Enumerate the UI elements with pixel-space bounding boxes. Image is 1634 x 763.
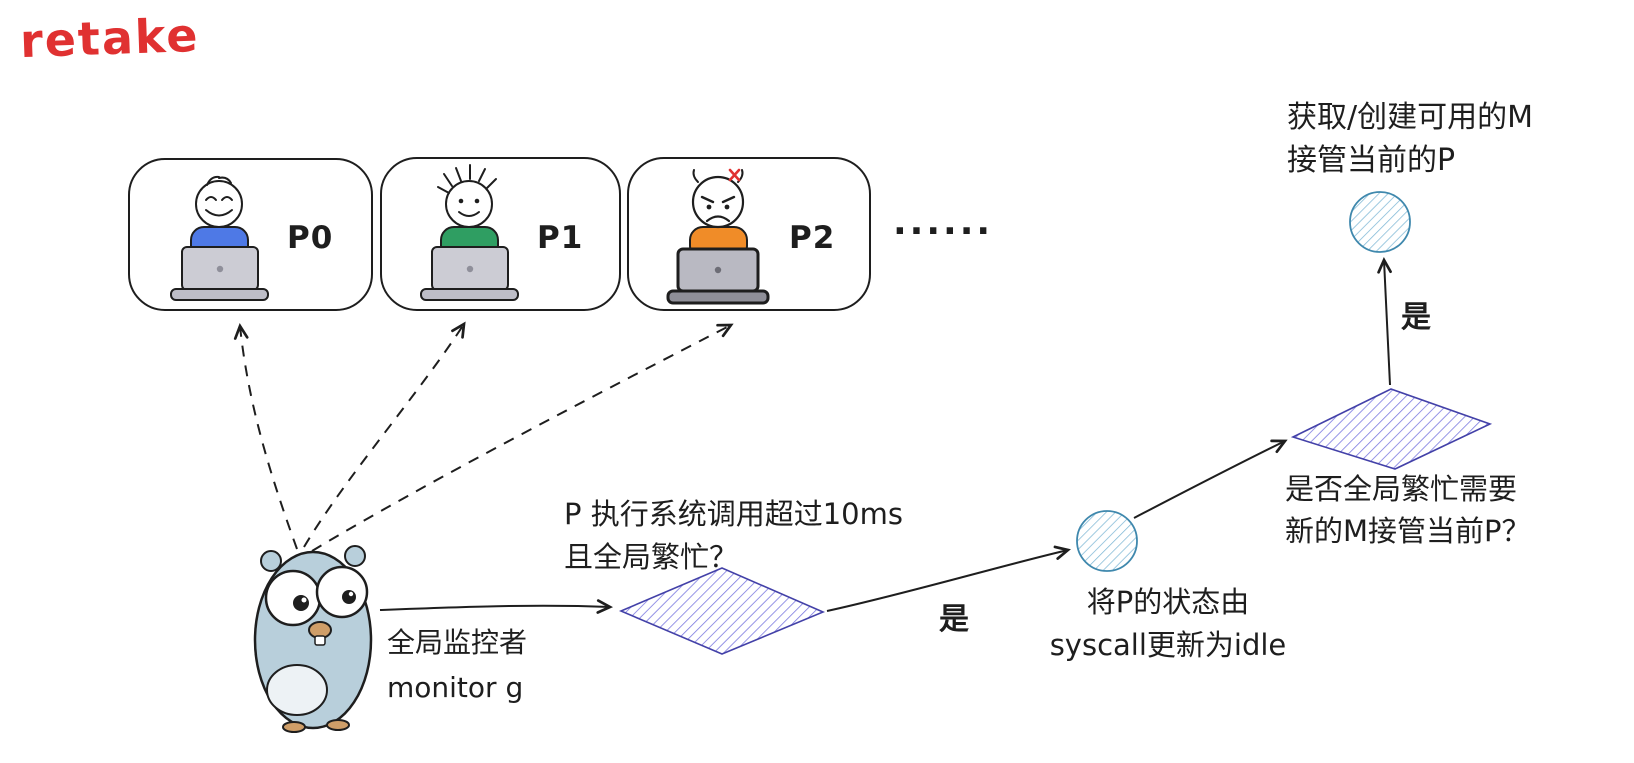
decision-diamond-1 <box>618 567 826 655</box>
state-node-1 <box>1076 510 1138 572</box>
page-title: retake <box>19 7 201 69</box>
flow-arrow-decision2-to-state2 <box>1377 256 1392 386</box>
processor-label-p1: P1 <box>537 220 584 256</box>
dashed-arrow-to-p0 <box>233 322 298 550</box>
person-happy-icon <box>170 175 269 301</box>
decision2-text-line2: 新的M接管当前P？ <box>1285 514 1531 548</box>
person-neutral-icon <box>420 164 519 301</box>
action1-text: 将P的状态由 syscall更新为idle <box>1013 581 1323 667</box>
monitor-label-en: monitor g <box>387 671 524 704</box>
state-node-2 <box>1349 191 1411 253</box>
processor-label-p2: P2 <box>789 220 836 256</box>
person-angry-icon <box>666 168 770 305</box>
flow-arrow-monitor-to-decision1 <box>379 599 614 614</box>
dashed-arrow-to-p2 <box>311 323 734 552</box>
edge1-yes-label: 是 <box>939 602 969 637</box>
processor-box-p0 <box>128 158 373 311</box>
processor-box-p2 <box>627 157 871 311</box>
action1-text-line1: 将P的状态由 <box>1086 585 1250 619</box>
anger-mark-icon <box>728 168 741 182</box>
processor-box-p1 <box>380 157 621 311</box>
action2-text-line2: 接管当前的P <box>1287 143 1456 178</box>
decision1-text-line2: 且全局繁忙？ <box>564 540 739 574</box>
decision2-text-line1: 是否全局繁忙需要 <box>1285 472 1518 506</box>
flow-arrow-decision1-to-state1 <box>826 545 1071 612</box>
ellipsis-more-processors: ...... <box>893 202 994 243</box>
action2-text-line1: 获取/创建可用的M <box>1287 100 1533 135</box>
dashed-arrow-to-p1 <box>303 321 466 548</box>
edge2-yes-label: 是 <box>1401 300 1431 335</box>
gopher-icon <box>253 545 373 733</box>
monitor-label-cn: 全局监控者 <box>387 626 528 659</box>
decision-diamond-2 <box>1290 388 1493 470</box>
action1-text-line2: syscall更新为idle <box>1049 628 1287 662</box>
processor-label-p0: P0 <box>287 220 334 256</box>
decision1-text-line1: P 执行系统调用超过10ms <box>564 497 903 531</box>
flow-arrow-state1-to-decision2 <box>1133 439 1288 519</box>
